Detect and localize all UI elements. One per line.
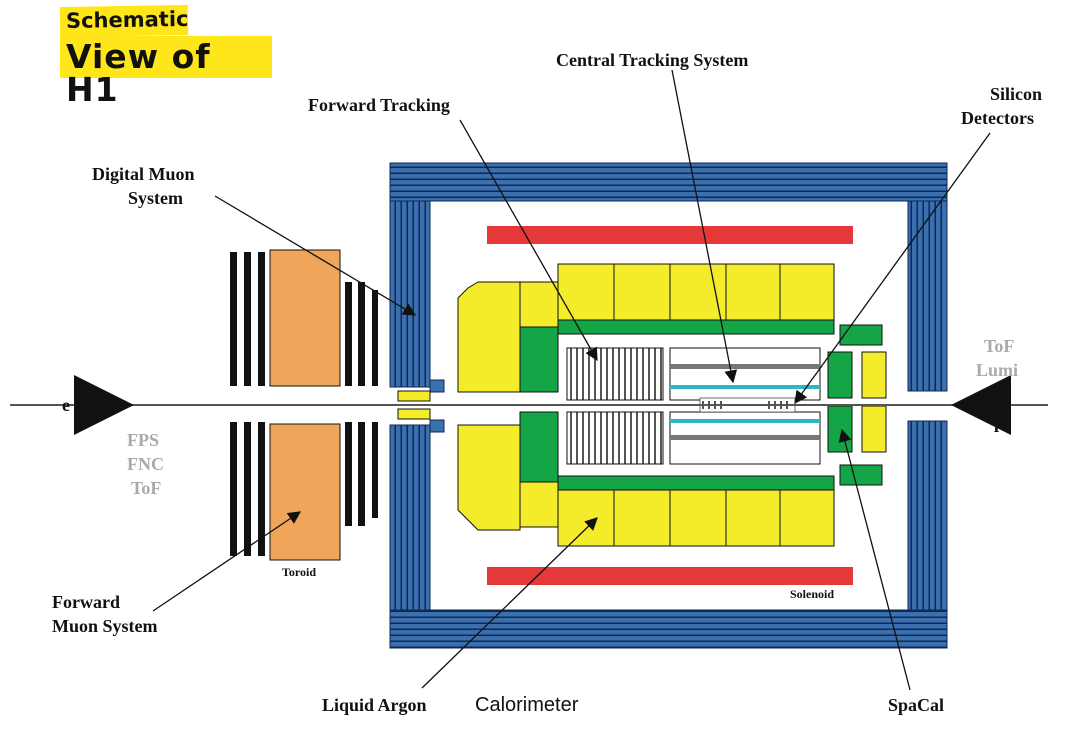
label-digital-muon-system: System	[128, 188, 183, 208]
label-fnc: FNC	[127, 454, 164, 474]
label-tof-right: ToF	[984, 336, 1014, 356]
label-electron: e	[62, 395, 70, 415]
forward-muon-toroid	[230, 249, 378, 561]
label-muon-system: Muon System	[52, 616, 158, 636]
label-calorimeter: Calorimeter	[475, 694, 579, 716]
label-spacal: SpaCal	[888, 695, 944, 715]
label-tof-left: ToF	[131, 478, 161, 498]
yoke-left-upper	[389, 200, 431, 388]
label-silicon: Silicon	[990, 84, 1042, 104]
label-fps: FPS	[127, 430, 159, 450]
central-tracking	[669, 347, 821, 465]
forward-tracking	[566, 347, 664, 465]
label-lumi: Lumi	[976, 360, 1018, 380]
label-toroid: Toroid	[282, 565, 316, 579]
yoke-right-lower	[907, 420, 948, 611]
title-view-of-h1: View of H1	[60, 36, 272, 106]
label-detectors: Detectors	[961, 108, 1034, 128]
liquid-argon-calorimeter	[457, 263, 835, 547]
solenoid-bottom	[487, 567, 853, 585]
label-proton: p	[994, 412, 1004, 432]
label-solenoid: Solenoid	[790, 587, 834, 601]
yoke-bottom	[389, 609, 948, 649]
label-digital-muon: Digital Muon	[92, 164, 195, 184]
solenoid-top	[487, 226, 853, 244]
yoke-right-upper	[907, 200, 948, 392]
label-forward-tracking: Forward Tracking	[308, 95, 450, 115]
yoke-top	[389, 162, 948, 202]
yoke-left-lower	[389, 424, 431, 611]
label-forward-muon: Forward	[52, 592, 120, 612]
label-liquid-argon: Liquid Argon	[322, 695, 427, 715]
label-central-tracking: Central Tracking System	[556, 50, 748, 70]
